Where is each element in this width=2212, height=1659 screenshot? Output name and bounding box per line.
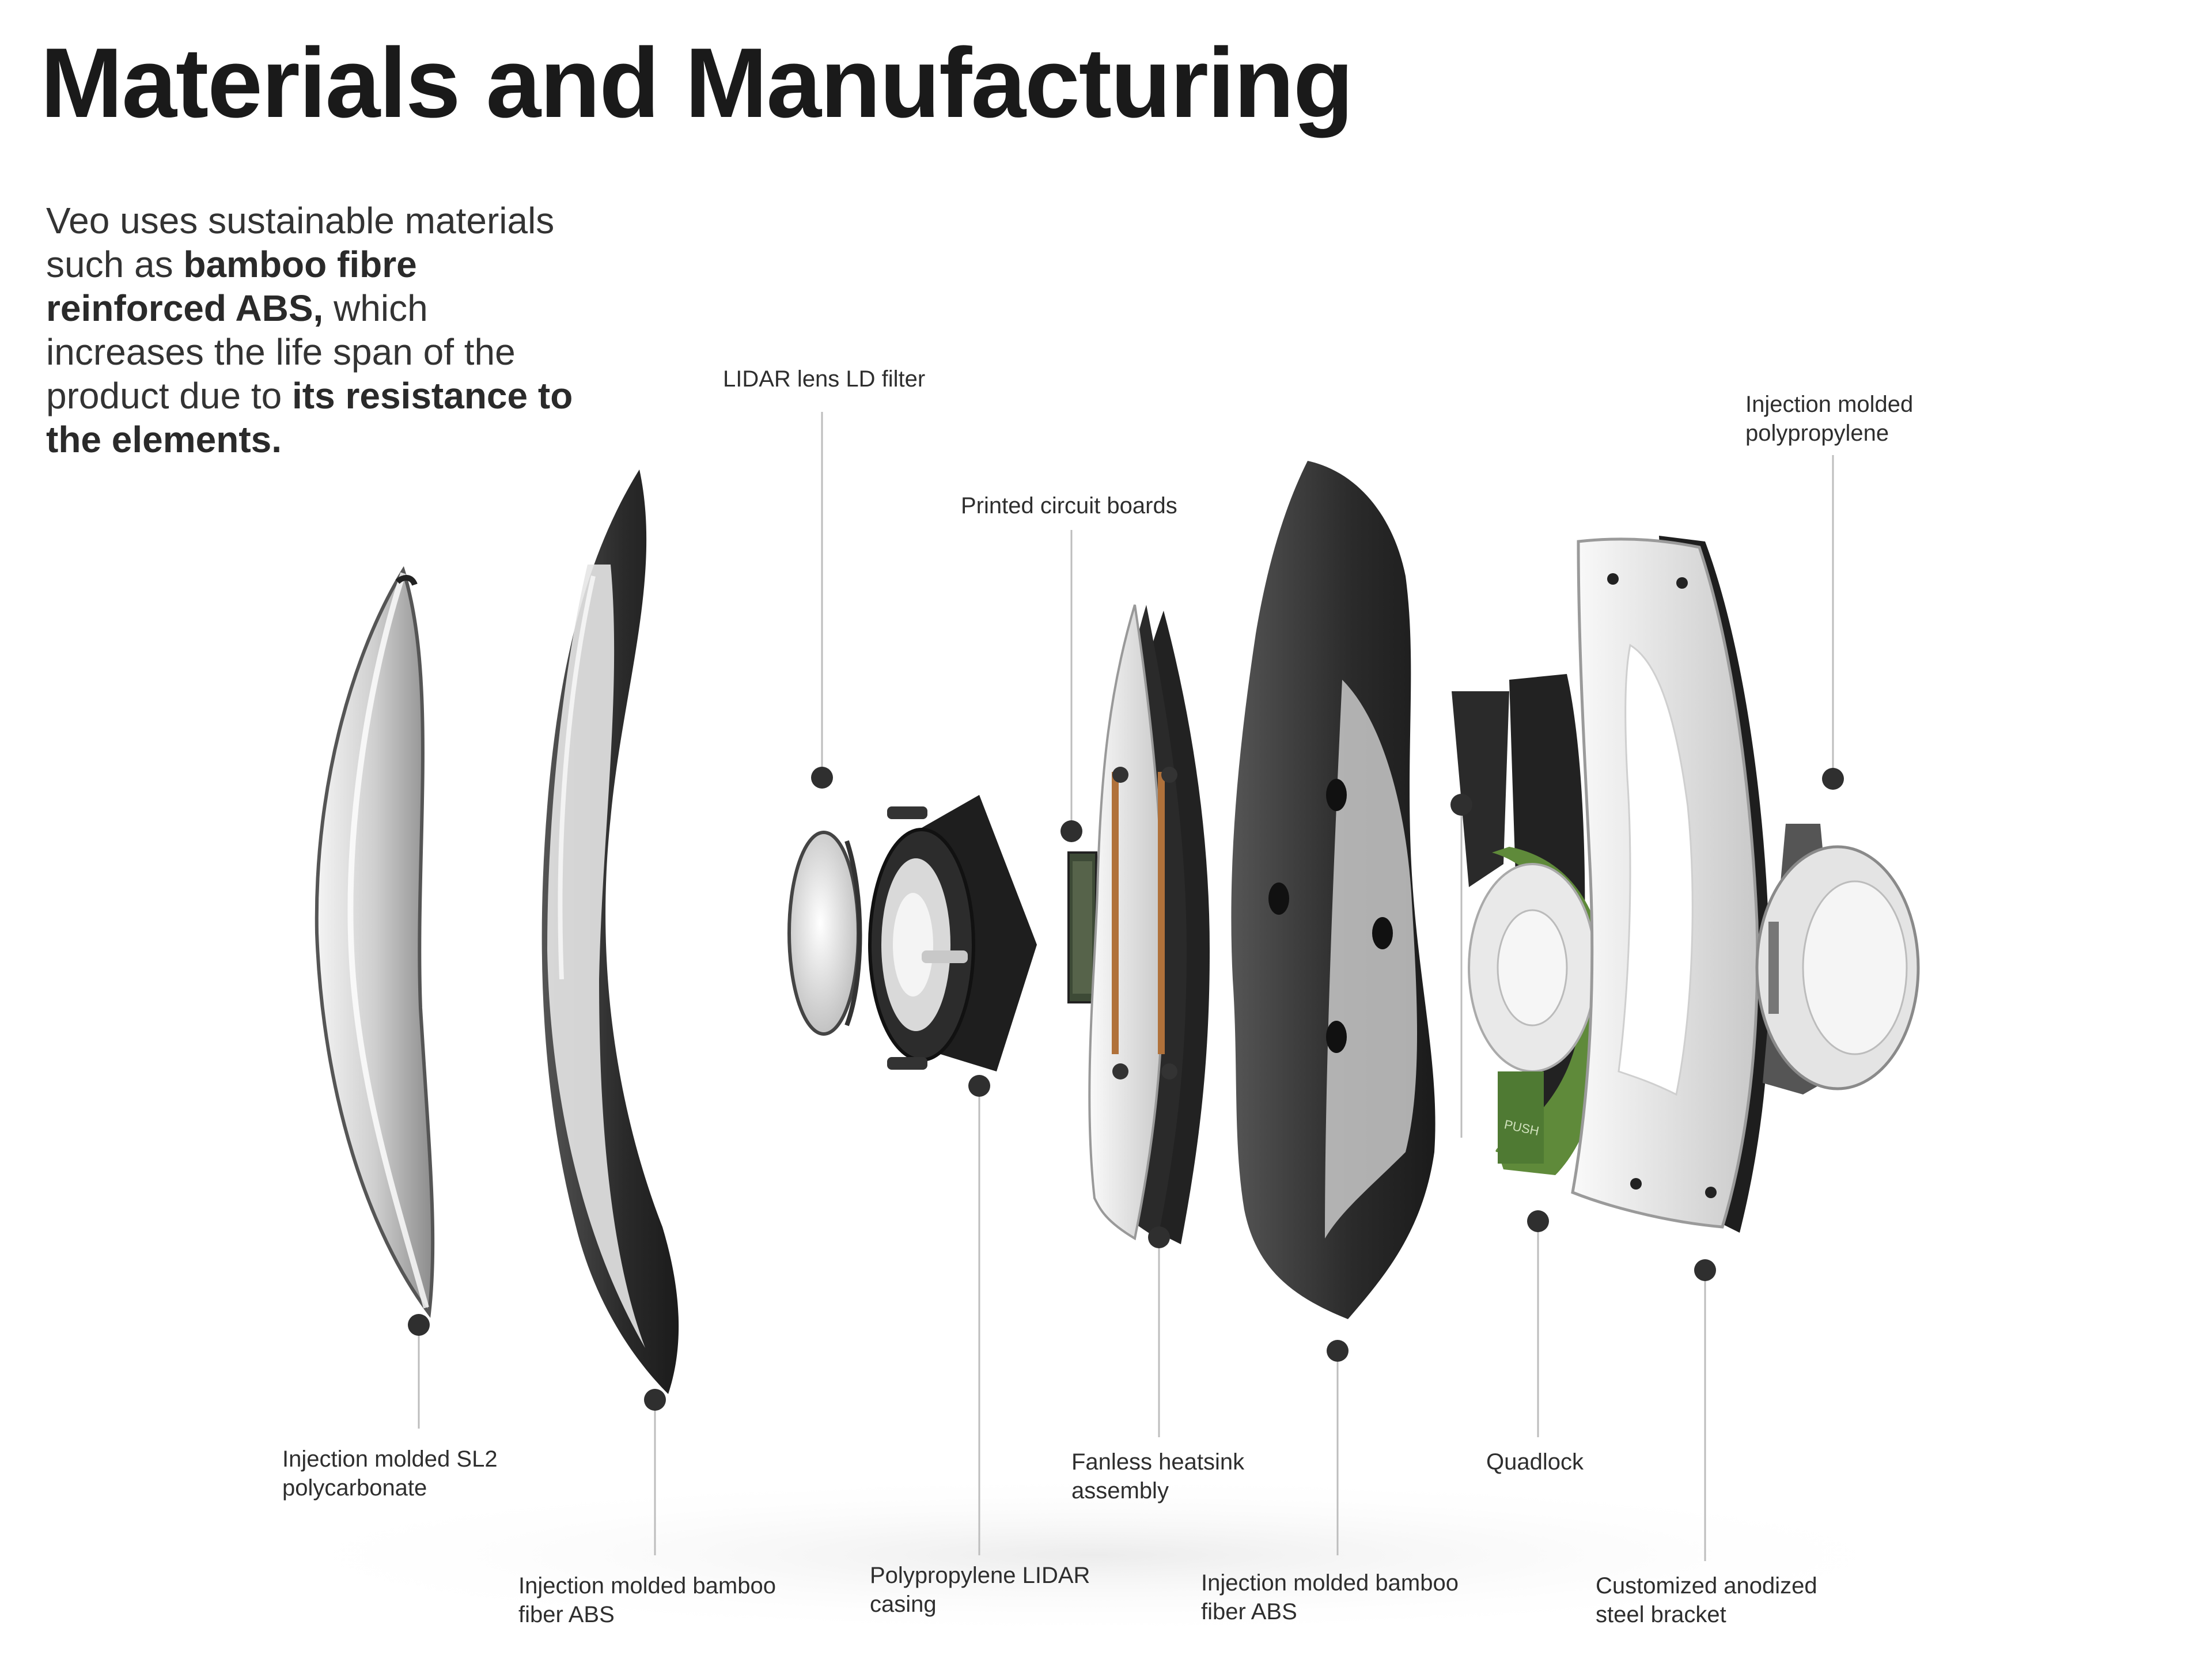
part-quadlock: PUSH [1452, 674, 1608, 1175]
part-bamboo-abs-front [541, 469, 679, 1394]
part-polypropylene-mount [1755, 824, 1920, 1094]
label-bamboo-abs-rear: Injection molded bamboo fiber ABS [1201, 1570, 1459, 1624]
leader-bamboo-abs-front [644, 1389, 666, 1555]
label-lidar-filter: LIDAR lens LD filter [723, 366, 926, 392]
intro-text-1: Veo uses sustainable materials such as [46, 200, 555, 285]
part-bamboo-abs-rear [1231, 461, 1435, 1319]
leader-quadlock [1527, 1210, 1549, 1437]
label-polypropylene-mount: Injection molded polypropylene [1745, 392, 1914, 446]
floor-shadow [230, 1475, 1959, 1636]
leader-polypropylene-mount [1822, 455, 1844, 790]
part-lidar-casing [868, 795, 1037, 1071]
leader-steel-bracket [1694, 1259, 1716, 1561]
label-heatsink: Fanless heatsink assembly [1071, 1449, 1245, 1503]
label-steel-bracket: Customized anodized steel bracket [1596, 1573, 1817, 1627]
leader-lidar-filter [811, 412, 833, 789]
intro-bold-1: bamboo fibre reinforced ABS, [46, 244, 417, 329]
leader-polycarbonate-shell [408, 1314, 430, 1429]
leader-quadlock-top [1450, 794, 1472, 1138]
leader-bamboo-abs-rear [1327, 1340, 1349, 1555]
part-printed-circuit-boards [1067, 851, 1097, 1003]
label-bamboo-abs-front: Injection molded bamboo fiber ABS [518, 1573, 776, 1627]
page-title: Materials and Manufacturing [40, 28, 1354, 138]
part-steel-bracket [1571, 536, 1770, 1233]
intro-bold-2: its resistance to the elements. [46, 375, 573, 460]
part-polycarbonate-shell [315, 566, 435, 1318]
label-lidar-casing: Polypropylene LIDAR casing [870, 1563, 1090, 1617]
intro-text-2: which increases the life span of the pro… [46, 287, 516, 416]
label-polycarbonate-shell: Injection molded SL2 polycarbonate [282, 1446, 498, 1501]
label-quadlock: Quadlock [1486, 1449, 1584, 1475]
label-circuit-boards: Printed circuit boards [961, 493, 1177, 518]
intro-paragraph: Veo uses sustainable materials such as b… [46, 199, 588, 461]
part-fanless-heatsink [1088, 604, 1210, 1244]
part-lidar-lens-filter [787, 831, 862, 1036]
leader-circuit-boards [1060, 530, 1082, 842]
leader-heatsink [1148, 1226, 1170, 1437]
leader-lidar-casing [968, 1075, 990, 1555]
